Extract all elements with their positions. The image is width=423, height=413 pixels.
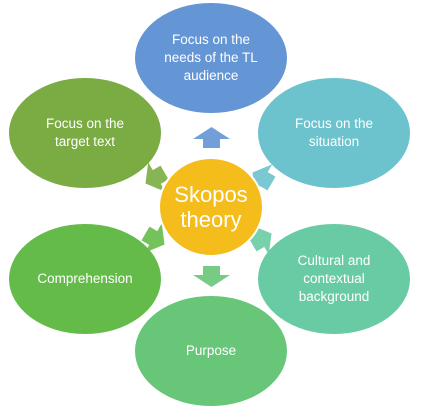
node-target-text-circle — [9, 78, 161, 188]
center-circle — [158, 157, 264, 257]
node-purpose-circle — [135, 296, 287, 406]
node-needs-circle — [135, 3, 287, 113]
arrow-to-comprehension — [141, 223, 165, 253]
arrow-to-target-text — [145, 162, 169, 192]
arrow-to-purpose — [193, 266, 230, 287]
node-comprehension-circle — [9, 224, 161, 334]
node-situation-circle — [258, 78, 410, 188]
arrow-to-needs — [193, 127, 230, 148]
arrow-to-cultural — [248, 225, 272, 255]
node-cultural-circle — [258, 224, 410, 334]
